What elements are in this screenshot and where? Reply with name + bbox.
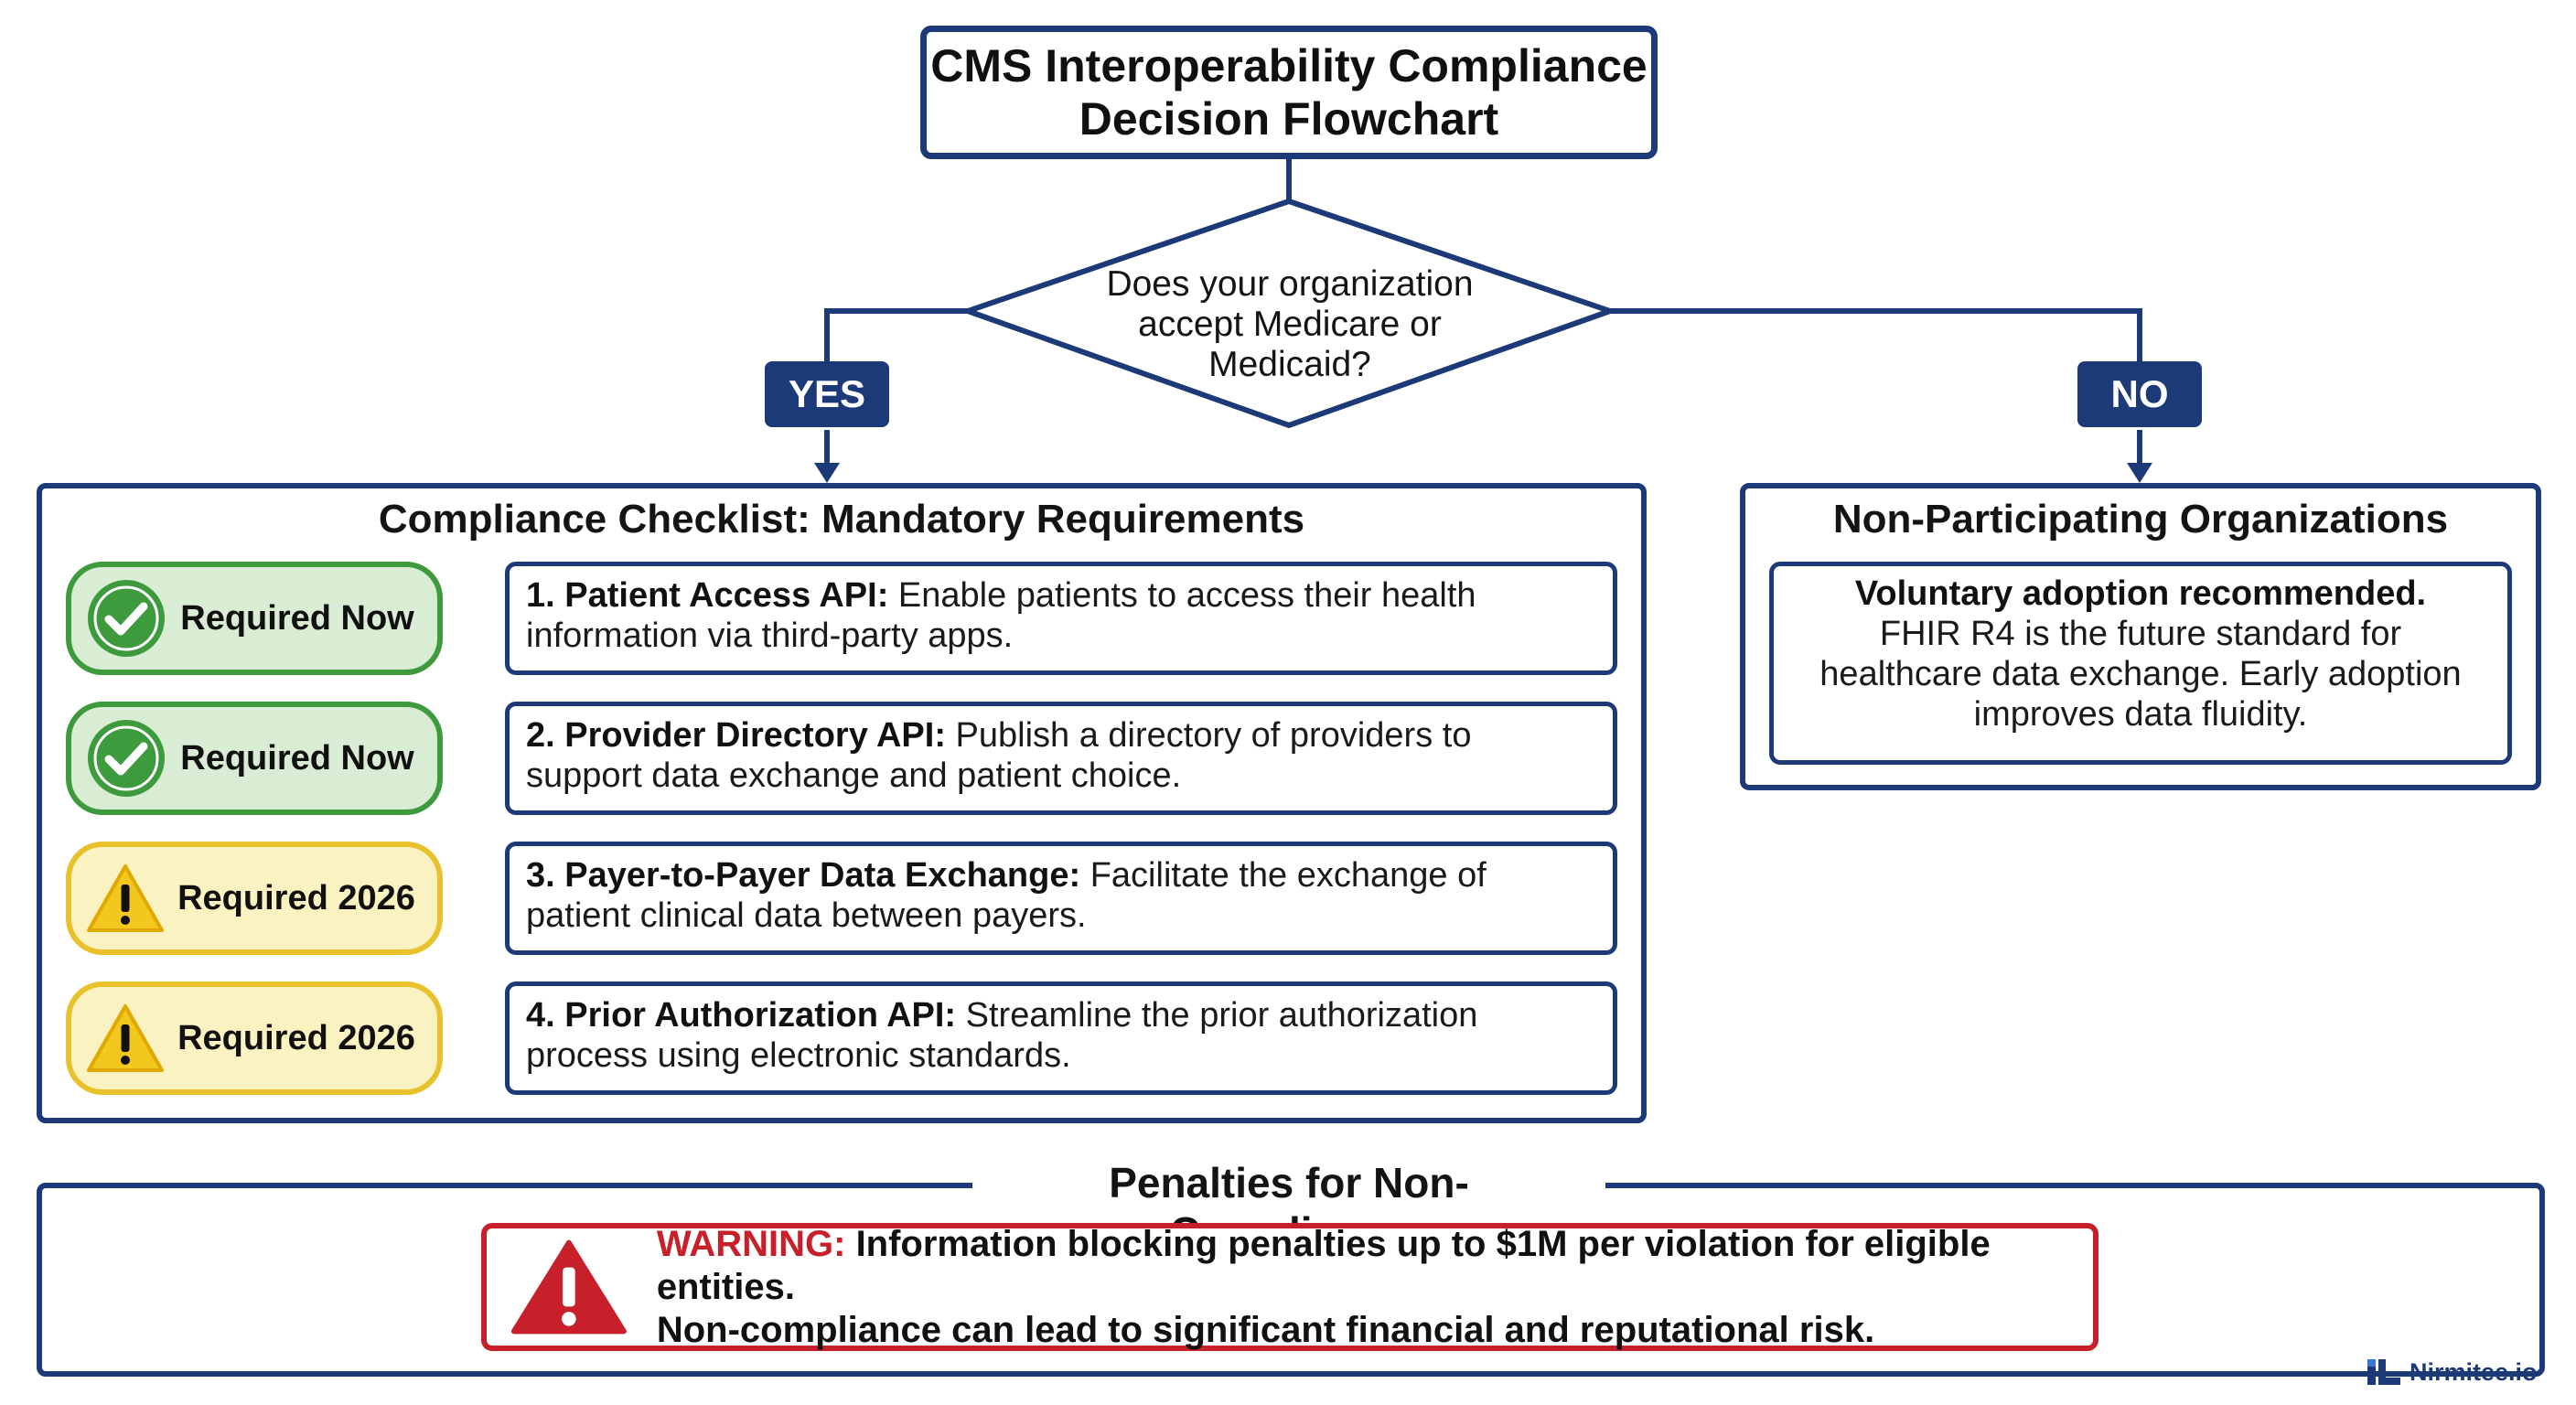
no-branch-line — [1610, 308, 2142, 364]
yes-label: YES — [765, 361, 889, 427]
no-label: NO — [2077, 361, 2202, 427]
requirement-card-prior-authorization: 4. Prior Authorization API: Streamline t… — [505, 981, 1617, 1095]
voluntary-heading: Voluntary adoption recommended. — [1854, 574, 2427, 613]
requirement-description: Facilitate the exchange of patient clini… — [526, 856, 1487, 935]
requirement-description: Publish a directory of providers to supp… — [526, 716, 1472, 795]
warning-message: WARNING: Information blocking penalties … — [657, 1223, 2093, 1352]
flowchart-title: CMS Interoperability Compliance Decision… — [920, 26, 1658, 159]
yes-branch-line — [824, 308, 968, 364]
penalties-title: Penalties for Non-Compliance — [972, 1158, 1605, 1256]
requirement-description: Streamline the prior authorization proce… — [526, 996, 1478, 1075]
status-badge-required-now: Required Now — [66, 562, 443, 675]
requirement-name: 2. Provider Directory API: — [526, 716, 946, 755]
check-icon — [88, 580, 165, 657]
status-badge-required-2026: Required 2026 — [66, 981, 443, 1095]
nirmitee-logo: Nirmitee.io — [2366, 1354, 2576, 1390]
requirement-name: 3. Payer-to-Payer Data Exchange: — [526, 856, 1081, 895]
check-icon — [88, 720, 165, 797]
requirement-card-provider-directory: 2. Provider Directory API: Publish a dir… — [505, 702, 1617, 815]
status-label: Required Now — [180, 739, 414, 778]
status-label: Required Now — [180, 599, 414, 638]
non-participating-title: Non-Participating Organizations — [1832, 497, 2449, 542]
warning-line-2: Non-compliance can lead to significant f… — [656, 1309, 1875, 1350]
status-label: Required 2026 — [177, 1019, 415, 1057]
decision-question: Does your organization accept Medicare o… — [1106, 264, 1474, 384]
brand-mark-icon — [2367, 1359, 2400, 1385]
status-label: Required 2026 — [177, 879, 415, 917]
requirement-card-payer-to-payer: 3. Payer-to-Payer Data Exchange: Facilit… — [505, 842, 1617, 955]
decision-diamond — [959, 198, 1619, 429]
no-arrow-head — [2127, 463, 2152, 483]
warning-box: WARNING: Information blocking penalties … — [481, 1223, 2098, 1351]
requirement-description: Enable patients to access their health i… — [526, 576, 1476, 655]
requirement-name: 1. Patient Access API: — [526, 576, 889, 615]
warning-icon — [87, 1004, 164, 1072]
status-badge-required-now: Required Now — [66, 702, 443, 815]
warning-icon — [510, 1239, 627, 1335]
checklist-title: Compliance Checklist: Mandatory Requirem… — [378, 497, 1305, 542]
requirement-name: 4. Prior Authorization API: — [526, 996, 957, 1035]
logo-text: Nirmitee.io — [2410, 1357, 2538, 1386]
requirement-card-patient-access: 1. Patient Access API: Enable patients t… — [505, 562, 1617, 675]
status-badge-required-2026: Required 2026 — [66, 842, 443, 955]
warning-label: WARNING: — [656, 1223, 846, 1264]
warning-icon — [87, 864, 164, 932]
title-line-1: CMS Interoperability Compliance — [930, 40, 1648, 91]
warning-line-1: Information blocking penalties up to $1M… — [656, 1223, 1991, 1307]
yes-arrow-head — [814, 463, 840, 483]
voluntary-adoption-note: Voluntary adoption recommended. FHIR R4 … — [1769, 562, 2512, 765]
title-line-2: Decision Flowchart — [1079, 93, 1499, 145]
voluntary-body: FHIR R4 is the future standard for healt… — [1819, 615, 2462, 734]
